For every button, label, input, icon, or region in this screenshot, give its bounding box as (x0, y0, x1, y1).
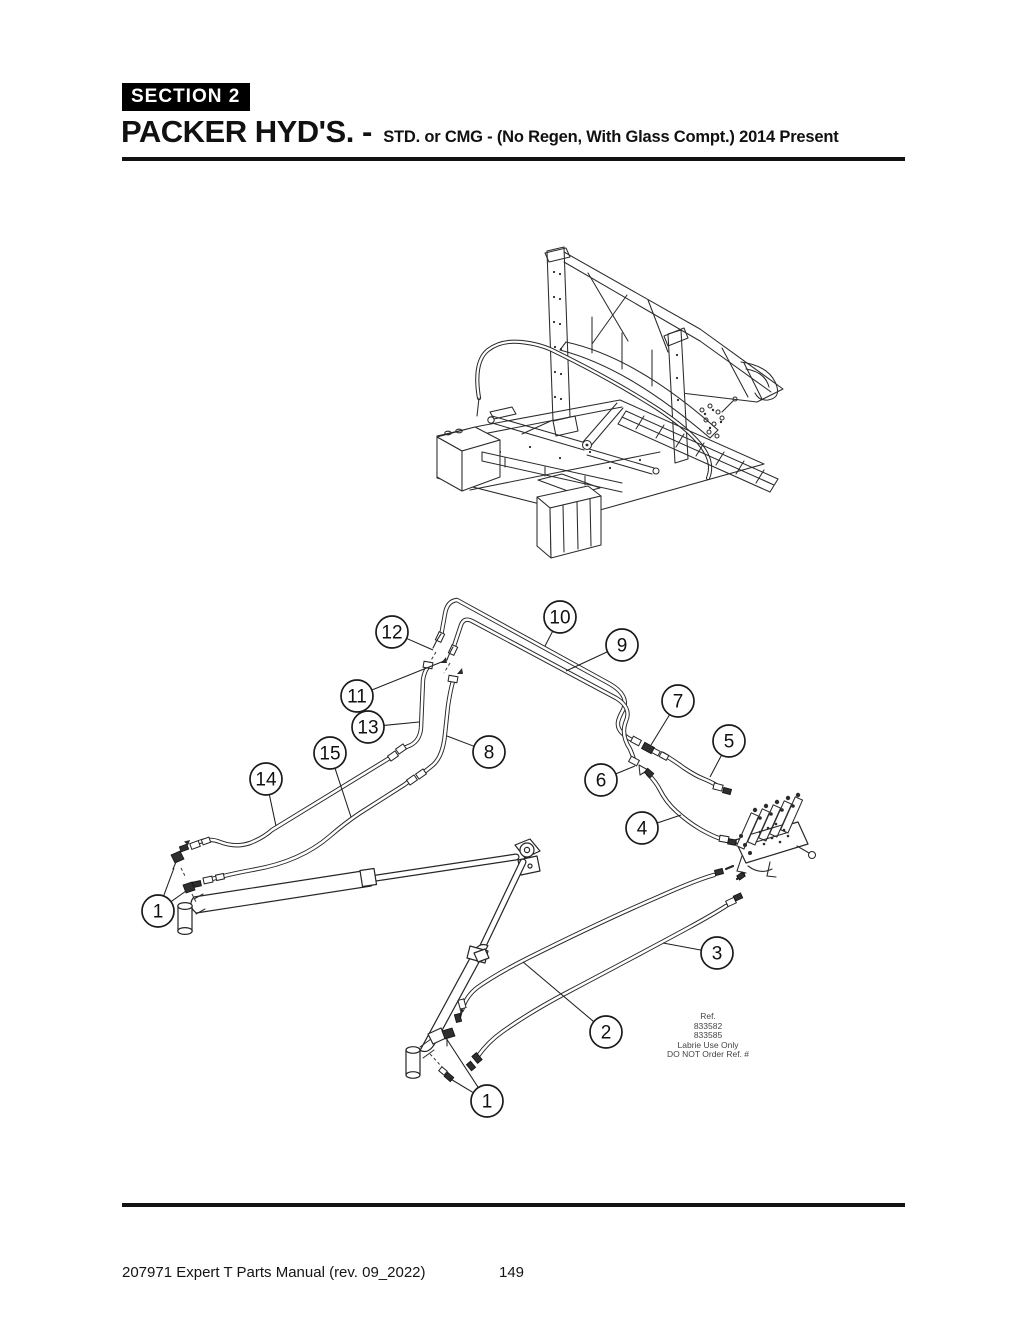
svg-text:13: 13 (357, 718, 378, 739)
callout-8: 8 (472, 735, 506, 769)
ref-note-line: DO NOT Order Ref. # (666, 1049, 750, 1060)
callout-leader (446, 735, 475, 747)
callout-leader (371, 660, 445, 691)
callout-1: 1 (141, 894, 175, 928)
callout-7: 7 (661, 684, 695, 718)
callout-1: 1 (470, 1084, 504, 1118)
footer-page-number: 149 (499, 1264, 525, 1281)
callout-10: 10 (543, 600, 577, 634)
svg-text:6: 6 (596, 771, 607, 792)
svg-text:14: 14 (255, 770, 277, 791)
callout-leader (448, 1077, 474, 1094)
ref-note-line: Ref. (700, 1011, 716, 1021)
svg-text:11: 11 (347, 687, 367, 708)
callout-11: 11 (340, 679, 374, 713)
ref-note-line: 833582 (693, 1020, 723, 1031)
fittings (170, 630, 746, 1083)
callout-leader (662, 942, 702, 951)
svg-text:10: 10 (549, 608, 570, 629)
callout-4: 4 (625, 811, 659, 845)
svg-text:7: 7 (673, 692, 684, 713)
svg-text:4: 4 (637, 819, 648, 840)
callout-9: 9 (605, 628, 639, 662)
ref-note: Ref. 833582 833585 Labrie Use Only DO NO… (650, 1011, 766, 1060)
callout-leader (544, 630, 554, 647)
callout-2: 2 (589, 1015, 623, 1049)
packer-cylinders (177, 838, 541, 1079)
callout-leader (170, 890, 187, 903)
machine-valve-cluster (699, 396, 738, 439)
header-rule (122, 157, 905, 161)
footer-rule (122, 1203, 905, 1207)
svg-text:5: 5 (724, 732, 735, 753)
hydraulic-hoses (195, 754, 726, 1056)
svg-text:9: 9 (617, 636, 628, 657)
callout-3: 3 (700, 936, 734, 970)
callout-leader (565, 651, 608, 672)
svg-text:2: 2 (601, 1023, 612, 1044)
svg-text:3: 3 (712, 944, 723, 965)
svg-text:12: 12 (381, 623, 402, 644)
packer-body-illustration (436, 246, 784, 559)
callout-leader (650, 714, 671, 746)
footer-manual-info: 207971 Expert T Parts Manual (rev. 09_20… (122, 1264, 426, 1281)
callout-leader (406, 637, 434, 651)
callout-15: 15 (313, 736, 347, 770)
callout-leader (383, 721, 420, 726)
valve-block (734, 792, 817, 878)
callout-12: 12 (375, 615, 409, 649)
callout-leader (163, 867, 175, 897)
section-badge: SECTION 2 (122, 83, 251, 111)
page-title: PACKER HYD'S. - (121, 114, 372, 149)
svg-text:1: 1 (482, 1092, 493, 1113)
callout-leader (657, 814, 682, 824)
callout-leader (268, 794, 277, 827)
callout-14: 14 (249, 762, 283, 796)
svg-text:1: 1 (153, 902, 164, 923)
hydraulic-tubes (404, 600, 635, 773)
ref-note-line: Labrie Use Only (677, 1039, 739, 1050)
bolt-dots (552, 270, 563, 401)
svg-text:15: 15 (319, 744, 340, 765)
page-subtitle: STD. or CMG - (No Regen, With Glass Comp… (383, 128, 839, 146)
callout-5: 5 (712, 724, 746, 758)
page-title-row: PACKER HYD'S. - STD. or CMG - (No Regen,… (121, 114, 921, 150)
callout-13: 13 (351, 710, 385, 744)
callout-6: 6 (584, 763, 618, 797)
callout-leader (445, 1037, 479, 1088)
svg-text:8: 8 (484, 743, 495, 764)
callout-leader (615, 765, 636, 775)
callout-leader (522, 961, 595, 1023)
callout-leader (709, 754, 722, 778)
ref-note-line: 833585 (693, 1030, 723, 1041)
callout-leader (334, 768, 352, 818)
